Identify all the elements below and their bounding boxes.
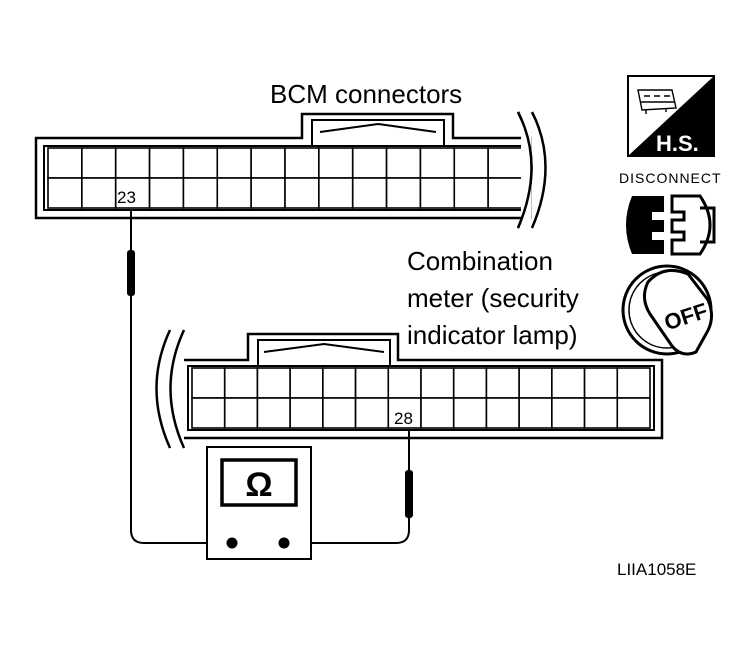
bcm-pin-cavity xyxy=(182,147,219,179)
bcm-pin-grid xyxy=(47,147,523,209)
meter-pin-cavity xyxy=(551,367,586,399)
bcm-pin-cavity xyxy=(250,177,286,209)
meter-pin-cavity xyxy=(223,397,259,429)
bcm-pin-cavity xyxy=(385,147,422,179)
ignition-off-icon: OFF xyxy=(621,264,713,356)
bcm-pin-cavity xyxy=(284,177,320,209)
bcm-pin-cavity xyxy=(419,147,456,179)
svg-text:Combination: Combination xyxy=(407,246,553,276)
figure-code: LIIA1058E xyxy=(617,560,696,579)
meter-pin-cavity xyxy=(420,367,455,399)
bcm-connector: 23 xyxy=(34,111,547,229)
svg-text:meter (security: meter (security xyxy=(407,283,579,313)
hs-badge-text: H.S. xyxy=(656,131,699,156)
meter-pin-cavity xyxy=(583,367,619,399)
meter-pin-cavity xyxy=(452,367,488,399)
bcm-pin-cavity xyxy=(419,177,456,209)
meter-pin-cavity xyxy=(387,397,422,429)
bcm-pin-cavity xyxy=(114,147,151,179)
bcm-pin-cavity xyxy=(81,177,117,209)
bcm-pin-cavity xyxy=(453,177,489,209)
ohm-symbol: Ω xyxy=(245,466,272,504)
bcm-connectors-label: BCM connectors xyxy=(270,79,462,109)
meter-pin-cavity xyxy=(551,397,586,429)
bcm-pin-cavity xyxy=(47,177,83,209)
hs-badge-icon: H.S. xyxy=(627,75,715,157)
meter-pin-cavity xyxy=(583,397,619,429)
meter-break-mark xyxy=(155,329,186,449)
bcm-pin-cavity xyxy=(487,147,523,179)
ohmmeter-terminal-right xyxy=(278,537,290,549)
bcm-pin-cavity xyxy=(216,177,252,209)
disconnect-label: DISCONNECT xyxy=(619,170,722,186)
hs-car-icon xyxy=(637,89,677,114)
meter-pin-grid xyxy=(191,367,651,429)
bcm-pin-cavity xyxy=(148,177,185,209)
bcm-pin-cavity xyxy=(81,147,117,179)
bcm-pin-cavity xyxy=(47,147,83,179)
meter-pin-cavity xyxy=(191,367,226,399)
bcm-pin-cavity xyxy=(182,177,219,209)
meter-pin-cavity xyxy=(616,397,651,429)
meter-pin-cavity xyxy=(289,367,324,399)
meter-pin-cavity xyxy=(420,397,455,429)
bcm-pin-cavity xyxy=(351,147,388,179)
bcm-pin-cavity xyxy=(351,177,388,209)
ohmmeter: Ω xyxy=(206,446,312,560)
meter-connector-latch xyxy=(257,339,391,366)
ohmmeter-terminal-left xyxy=(226,537,238,549)
meter-probe xyxy=(284,430,413,544)
meter-pin-cavity xyxy=(387,367,422,399)
meter-pin-cavity xyxy=(518,397,553,429)
combination-meter-label: Combination meter (security indicator la… xyxy=(407,246,579,350)
bcm-pin-cavity xyxy=(487,177,523,209)
meter-pin-cavity xyxy=(289,397,324,429)
meter-pin-cavity xyxy=(191,397,226,429)
meter-pin-cavity xyxy=(354,397,390,429)
bcm-pin-cavity xyxy=(385,177,422,209)
bcm-pin-cavity xyxy=(216,147,252,179)
bcm-pin-cavity xyxy=(318,177,354,209)
combination-meter-connector: 28 xyxy=(155,329,664,449)
meter-pin-cavity xyxy=(223,367,259,399)
meter-pin-cavity xyxy=(518,367,553,399)
bcm-pin-cavity xyxy=(148,147,185,179)
meter-pin-cavity xyxy=(616,367,651,399)
meter-pin-cavity xyxy=(322,367,357,399)
meter-pin-cavity xyxy=(452,397,488,429)
meter-pin-cavity xyxy=(256,397,291,429)
meter-pin-label: 28 xyxy=(394,409,413,428)
bcm-probe xyxy=(127,210,232,544)
bcm-pin-label: 23 xyxy=(117,188,136,207)
disconnect-connector-icon xyxy=(626,194,716,256)
bcm-pin-cavity xyxy=(318,147,354,179)
meter-pin-cavity xyxy=(256,367,291,399)
meter-pin-cavity xyxy=(485,397,520,429)
meter-pin-cavity xyxy=(354,367,390,399)
bcm-pin-cavity xyxy=(453,147,489,179)
meter-pin-cavity xyxy=(322,397,357,429)
meter-pin-cavity xyxy=(485,367,520,399)
bcm-connector-latch xyxy=(311,119,445,146)
svg-text:indicator lamp): indicator lamp) xyxy=(407,320,578,350)
bcm-pin-cavity xyxy=(250,147,286,179)
bcm-pin-cavity xyxy=(284,147,320,179)
